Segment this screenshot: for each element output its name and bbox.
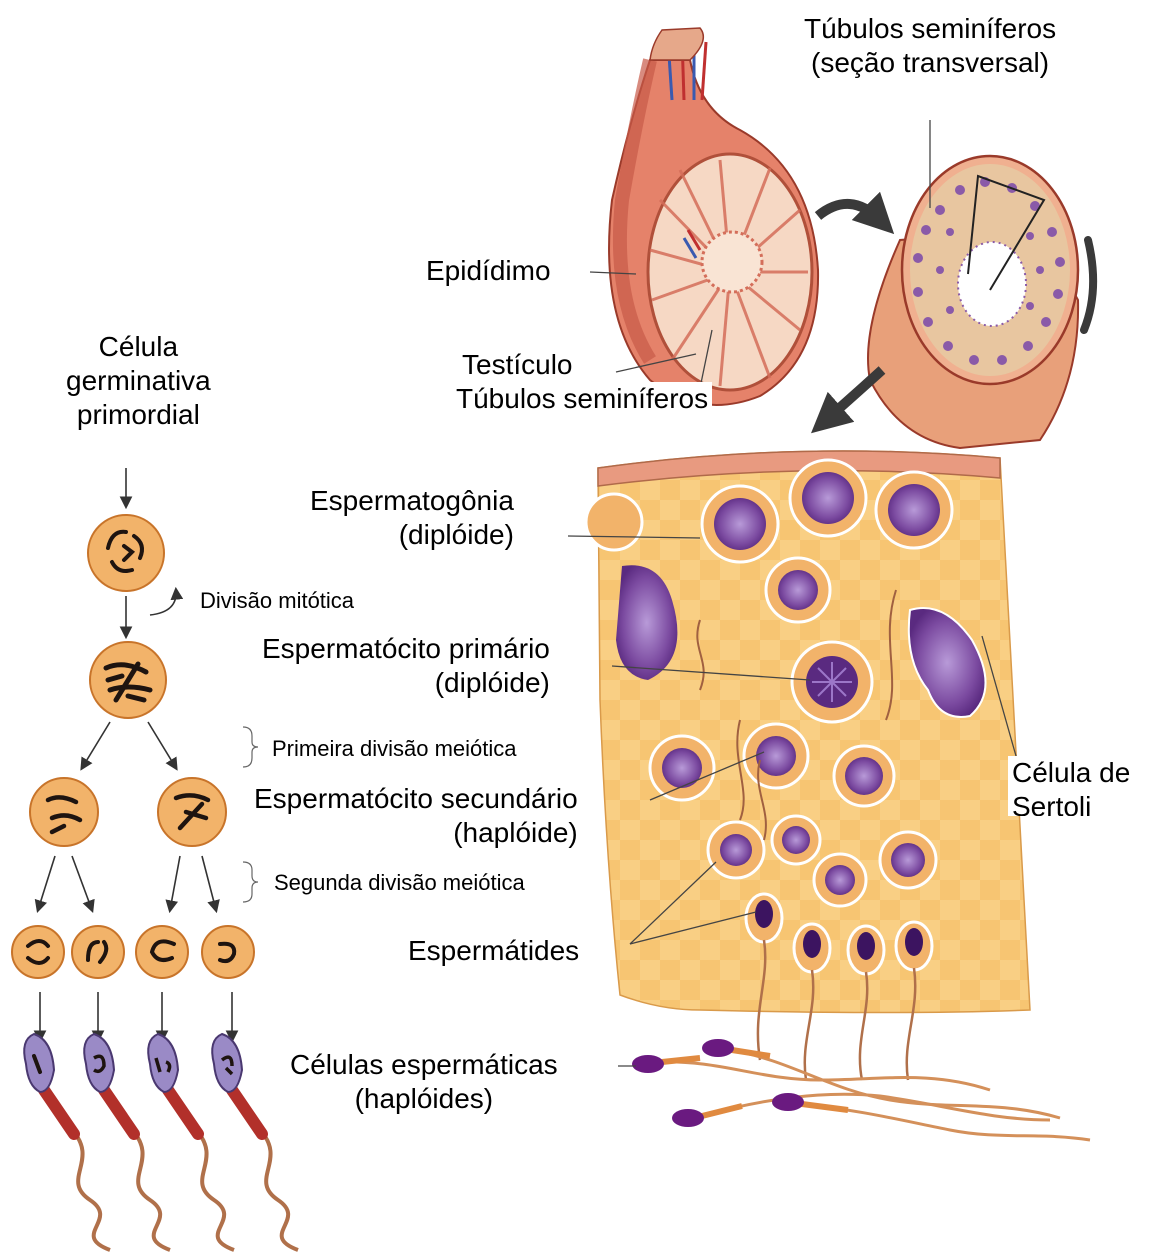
arrow-meiosis2-c [170,856,180,910]
label-tubules-cross-section-line1: Túbulos seminíferos [804,12,1056,46]
label-spermatogonia: Espermatogônia (diplóide) [306,484,518,552]
brace-meiosis2 [243,862,258,902]
label-first-meiotic-division: Primeira divisão meiótica [268,736,521,763]
spermatogonium-mid [766,558,830,622]
tissue-round-spermatid-3 [880,832,936,888]
tissue-secondary-spermatocyte-1 [650,736,714,800]
tissue-primary-spermatocyte [792,642,872,722]
label-primordial-line2: germinativa [66,364,211,398]
label-primordial-line1: Célula [66,330,211,364]
label-primordial-line3: primordial [66,398,211,432]
arrow-meiosis1-right [148,722,176,768]
arrow-meiosis2-b [72,856,92,910]
label-sperm-line2: (haplóides) [290,1082,558,1116]
left-secondary-spermatocyte-2 [158,778,226,846]
label-secondary-spermatocyte: Espermatócito secundário (haplóide) [250,782,582,848]
tissue-round-spermatid-1 [708,822,764,878]
tissue-secondary-spermatocyte-3 [834,746,894,806]
spermatogonium-1 [702,486,778,562]
arrow-testis-to-section [818,204,880,220]
arrow-meiosis1-left [82,722,110,768]
label-primordial-germ-cell: Célula germinativa primordial [62,330,215,432]
spermatogonium-edge [586,494,642,550]
label-tubules: Túbulos seminíferos [452,382,712,416]
label-spermatogonia-line2: (diplóide) [310,518,514,552]
label-tubules-cross-section: Túbulos seminíferos (seção transversal) [800,12,1060,80]
label-spermatogonia-line1: Espermatogônia [310,484,514,518]
brace-meiosis1 [243,727,258,767]
label-primary-line1: Espermatócito primário [262,632,550,666]
label-primary-spermatocyte: Espermatócito primário (diplóide) [258,632,554,700]
label-sperm-line1: Células espermáticas [290,1048,558,1082]
label-testis: Testículo [458,348,577,376]
spermatogonium-2 [790,460,866,536]
free-sperm-3 [672,1094,1050,1127]
label-mitotic-division: Divisão mitótica [196,588,358,615]
mitotic-cycle-arrow [150,590,176,615]
left-secondary-spermatocyte-1 [30,778,98,846]
primordial-germ-cell [88,515,164,591]
testis-illustration [609,28,818,405]
left-spermatid-1 [12,926,64,978]
label-tubules-cross-section-line2: (seção transversal) [804,46,1056,80]
left-primary-spermatocyte [90,642,166,718]
tissue-round-spermatid-4 [814,854,866,906]
label-secondary-line2: (haplóide) [254,816,578,848]
label-sertoli-cell: Célula de Sertoli [1008,756,1134,816]
free-sperm-1 [632,1055,990,1090]
spermatogonium-3 [876,472,952,548]
label-sperm-cells: Células espermáticas (haplóides) [286,1048,562,1116]
left-spermatid-4 [202,926,254,978]
label-sertoli-line2: Sertoli [1012,790,1130,816]
label-secondary-line1: Espermatócito secundário [254,782,578,816]
left-sperm-row [24,1034,298,1250]
tissue-round-spermatid-2 [772,816,820,864]
left-spermatid-3 [136,926,188,978]
left-spermatid-2 [72,926,124,978]
label-second-meiotic-division: Segunda divisão meiótica [270,870,529,897]
tubule-cross-section [868,156,1093,448]
label-spermatids: Espermátides [404,934,583,968]
arrow-section-to-tissue [826,370,882,420]
label-sertoli-line1: Célula de [1012,756,1130,790]
arrow-meiosis2-a [38,856,55,910]
label-primary-line2: (diplóide) [262,666,550,700]
arrow-meiosis2-d [202,856,216,910]
free-sperm-4 [772,1093,1090,1140]
label-epididymis: Epidídimo [422,254,555,288]
